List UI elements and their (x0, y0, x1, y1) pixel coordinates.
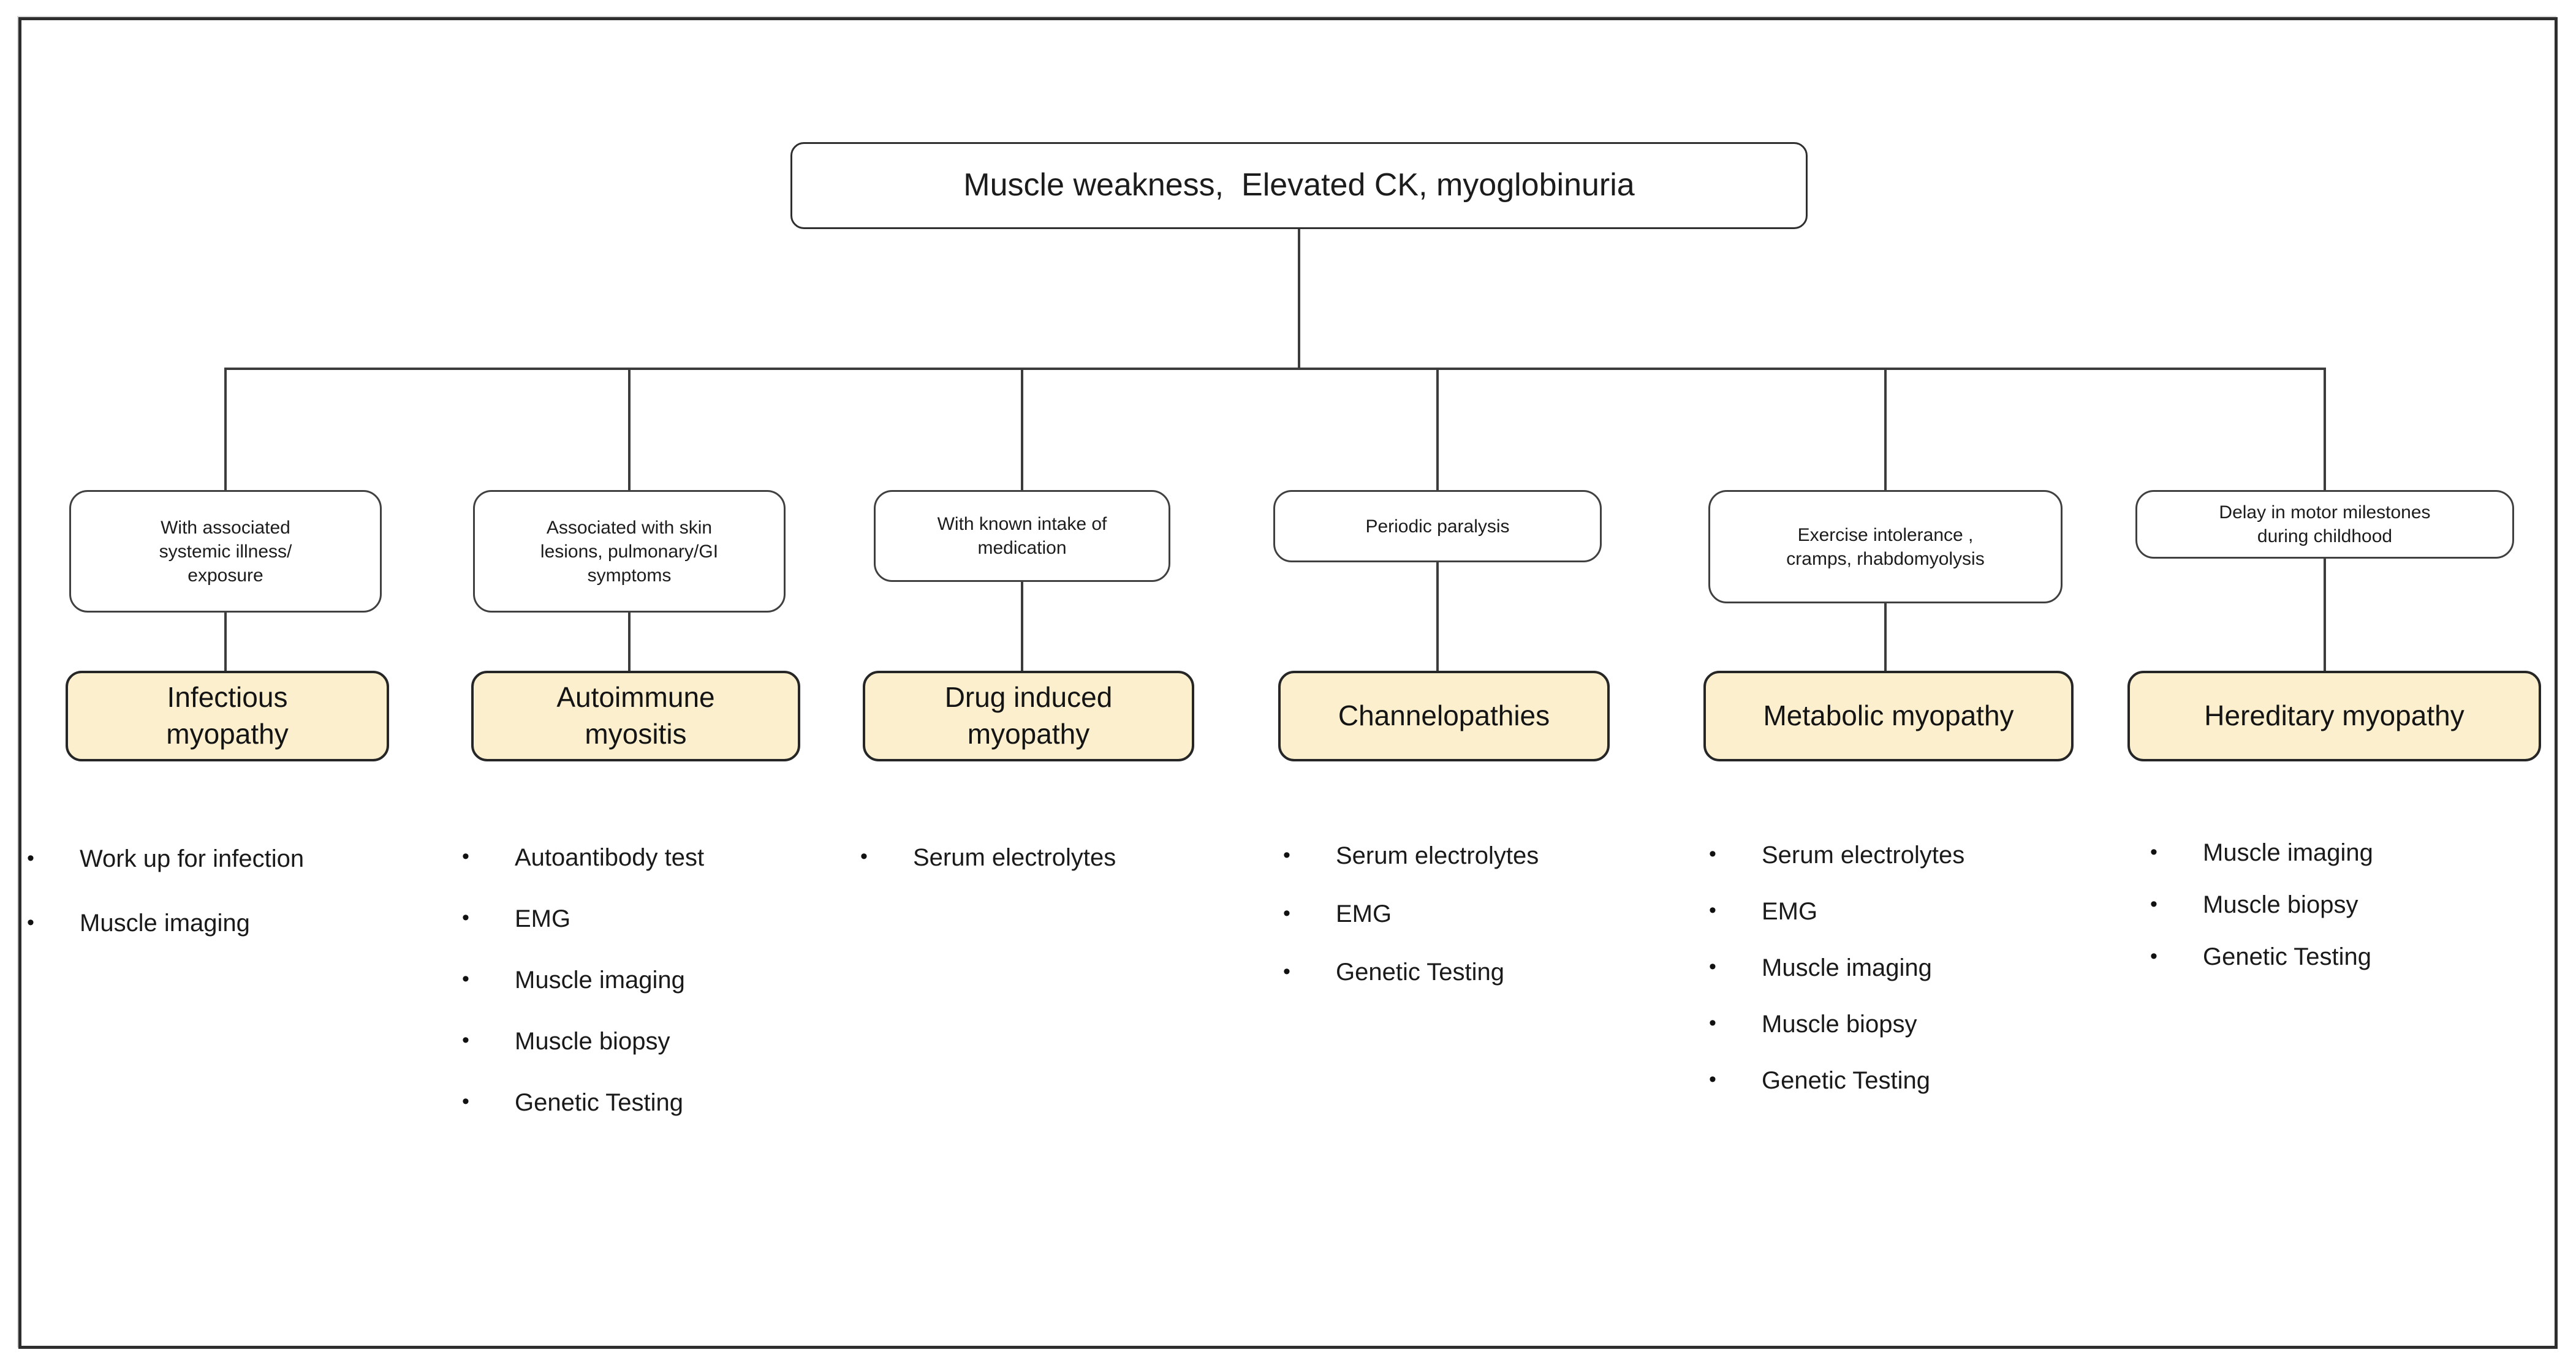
connector-drop-5 (1884, 368, 1887, 491)
diagnosis-box-hereditary-myopathy: Hereditary myopathy (2127, 671, 2541, 761)
connector-root-drop (1298, 229, 1300, 369)
condition-box-skin-lesions: Associated with skin lesions, pulmonary/… (473, 490, 786, 613)
test-item: EMG (453, 888, 858, 949)
test-item: EMG (1700, 883, 2105, 940)
diagnosis-box-channelopathies: Channelopathies (1278, 671, 1610, 761)
test-item: Serum electrolytes (852, 827, 1244, 888)
test-item: Muscle imaging (18, 891, 423, 956)
connector-cond-diag-6 (2324, 559, 2326, 671)
condition-box-motor-milestones-delay: Delay in motor milestones during childho… (2135, 490, 2514, 559)
test-item: Muscle biopsy (1700, 996, 2105, 1052)
test-item: Muscle biopsy (453, 1011, 858, 1072)
tests-list-drug-induced: Serum electrolytes (852, 827, 1244, 888)
test-item: Muscle imaging (1700, 940, 2105, 996)
connector-drop-4 (1436, 368, 1439, 491)
connector-cond-diag-3 (1021, 582, 1023, 671)
test-item: Genetic Testing (453, 1072, 858, 1133)
connector-cond-diag-5 (1884, 603, 1887, 671)
tests-list-channelopathies: Serum electrolytesEMGGenetic Testing (1275, 827, 1667, 1002)
test-item: Autoantibody test (453, 827, 858, 888)
tests-list-autoimmune: Autoantibody testEMGMuscle imagingMuscle… (453, 827, 858, 1133)
connector-cond-diag-2 (628, 613, 631, 671)
test-item: Work up for infection (18, 827, 423, 891)
diagnosis-box-infectious-myopathy: Infectious myopathy (66, 671, 389, 761)
connector-rail (224, 368, 2326, 370)
test-item: Serum electrolytes (1700, 827, 2105, 883)
tests-list-hereditary: Muscle imagingMuscle biopsyGenetic Testi… (2142, 827, 2546, 983)
test-item: Genetic Testing (1275, 943, 1667, 1002)
diagnosis-box-drug-induced-myopathy: Drug induced myopathy (863, 671, 1194, 761)
connector-cond-diag-4 (1436, 562, 1439, 671)
root-node-symptoms: Muscle weakness, Elevated CK, myoglobinu… (790, 142, 1808, 229)
tests-list-infectious: Work up for infectionMuscle imaging (18, 827, 423, 956)
condition-box-exercise-intolerance: Exercise intolerance , cramps, rhabdomyo… (1708, 490, 2063, 603)
test-item: Serum electrolytes (1275, 827, 1667, 885)
connector-drop-2 (628, 368, 631, 491)
diagram-frame (18, 17, 2558, 1349)
test-item: Genetic Testing (1700, 1052, 2105, 1109)
tests-list-metabolic: Serum electrolytesEMGMuscle imagingMuscl… (1700, 827, 2105, 1109)
test-item: Genetic Testing (2142, 931, 2546, 983)
condition-box-systemic-illness: With associated systemic illness/ exposu… (69, 490, 382, 613)
test-item: Muscle biopsy (2142, 879, 2546, 931)
test-item: Muscle imaging (453, 949, 858, 1011)
connector-drop-3 (1021, 368, 1023, 491)
test-item: EMG (1275, 885, 1667, 943)
connector-drop-6 (2324, 368, 2326, 491)
diagnosis-box-autoimmune-myositis: Autoimmune myositis (471, 671, 800, 761)
connector-drop-1 (224, 368, 227, 491)
condition-box-periodic-paralysis: Periodic paralysis (1273, 490, 1602, 562)
diagnosis-box-metabolic-myopathy: Metabolic myopathy (1703, 671, 2074, 761)
connector-cond-diag-1 (224, 613, 227, 671)
condition-box-medication-intake: With known intake of medication (874, 490, 1170, 582)
test-item: Muscle imaging (2142, 827, 2546, 879)
